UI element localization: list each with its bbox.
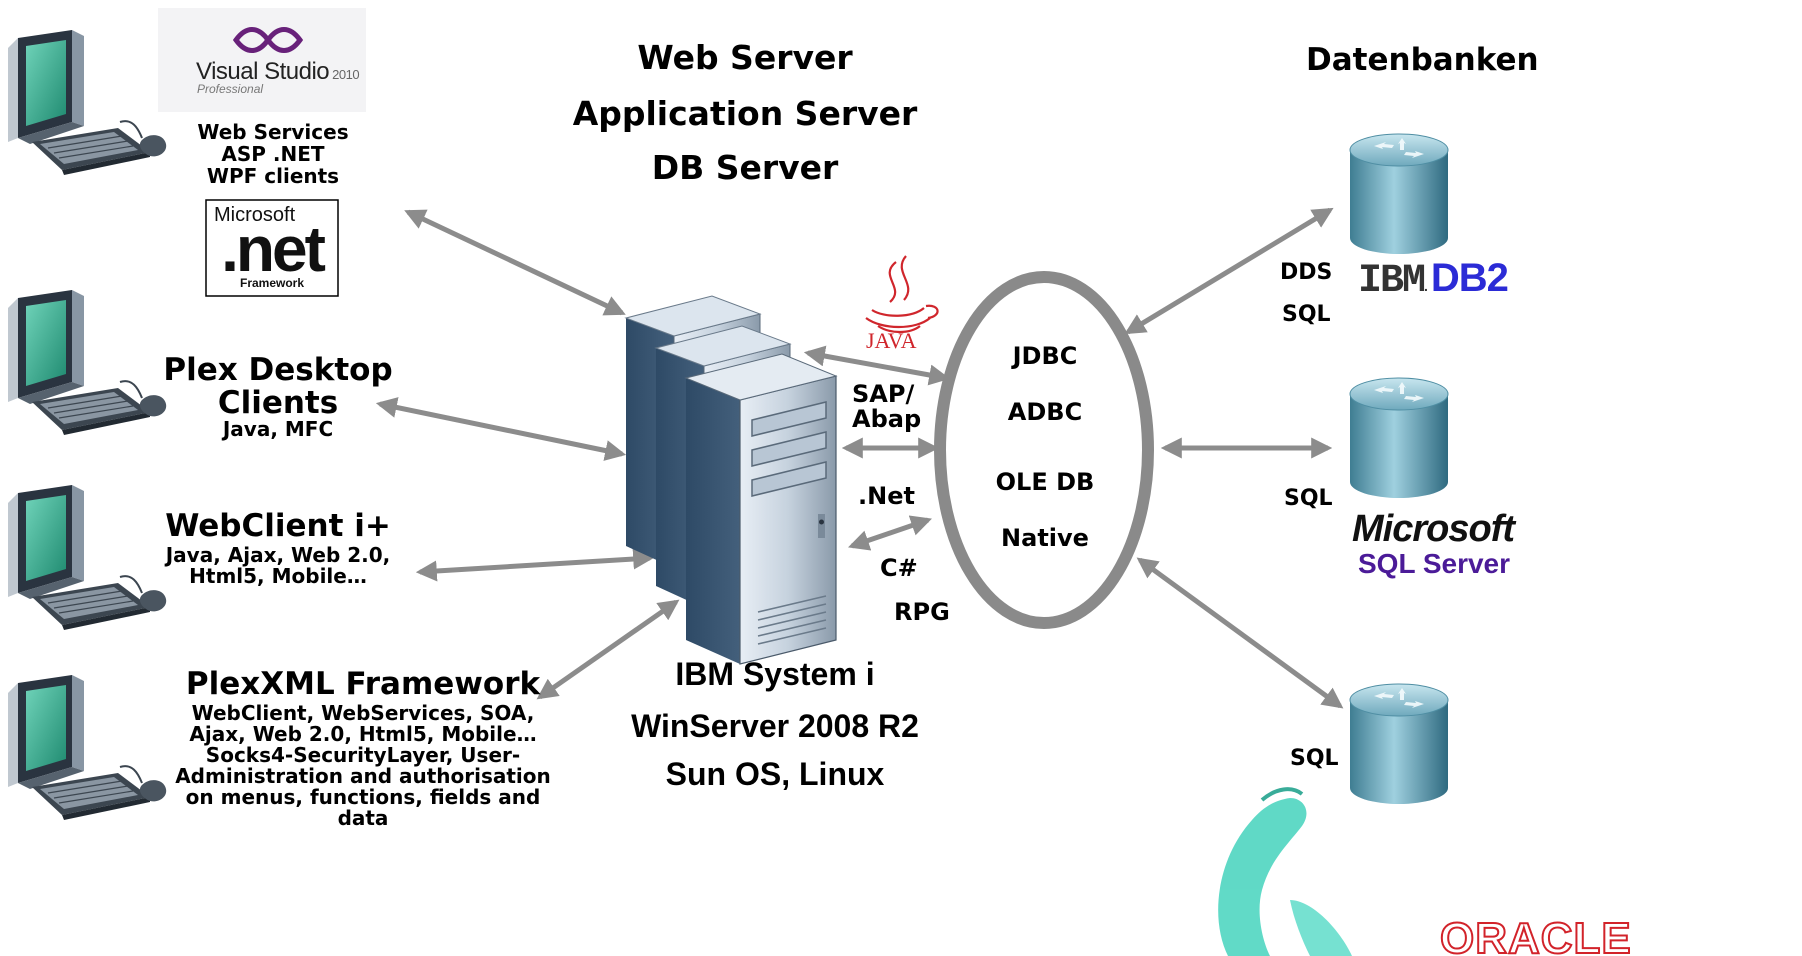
dotnet-logo-frame <box>205 199 339 297</box>
computer-icon-2 <box>7 290 168 436</box>
plexxml-subtitle: WebClient, WebServices, SOA, Ajax, Web 2… <box>175 700 551 830</box>
java-logo-text: JAVA <box>866 328 917 353</box>
arrow-plexxml-server <box>536 599 680 700</box>
arrow-desktop-server <box>375 397 627 461</box>
arrow-webclient-server <box>415 548 655 582</box>
connection-arrows <box>375 207 1344 709</box>
dotnet-logo-word: .net <box>221 213 326 285</box>
plex-desktop-title: Plex Desktop Clients <box>163 352 393 421</box>
computer-icon-1 <box>7 30 168 176</box>
lang-dotnet: .Net <box>858 482 915 510</box>
mssql-protocol-sql: SQL <box>1284 486 1333 511</box>
oracle-protocol-sql: SQL <box>1290 746 1339 771</box>
db2-protocol-dds: DDS <box>1280 260 1333 285</box>
lang-rpg: RPG <box>894 598 950 626</box>
platform-winserver: WinServer 2008 R2 <box>631 708 919 744</box>
databases-title: Datenbanken <box>1306 42 1539 78</box>
database-icon-db2 <box>1349 133 1449 255</box>
computer-icon-3 <box>7 485 168 631</box>
db2-logo-text: DB2 <box>1430 256 1509 300</box>
connector-ellipse <box>934 271 1154 629</box>
ibm-logo-text: IBM <box>1358 259 1426 304</box>
vs-line-3: WPF clients <box>206 164 340 188</box>
webclient-block: WebClient i+ Java, Ajax, Web 2.0, Html5,… <box>150 510 406 587</box>
platform-ibm: IBM System i <box>675 656 875 692</box>
plexxml-title: PlexXML Framework <box>185 666 541 702</box>
arrow-net-connectors <box>848 515 932 551</box>
db2-logo: IBM.DB2 <box>1358 256 1509 304</box>
connector-native: Native <box>1001 524 1089 552</box>
lang-csharp: C# <box>880 554 918 582</box>
oracle-mascot-illustration <box>1218 787 1352 956</box>
server-line-3: DB Server <box>651 148 839 187</box>
mssql-logo-microsoft: Microsoft <box>1352 508 1515 550</box>
server-line-1: Web Server <box>637 38 853 77</box>
arrow-java-connectors <box>803 345 951 386</box>
arrow-connectors-db2 <box>1124 207 1334 335</box>
arrow-vs-server <box>404 209 626 316</box>
database-icon-oracle <box>1349 683 1449 805</box>
platform-sunos: Sun OS, Linux <box>665 756 885 792</box>
server-line-2: Application Server <box>572 94 918 133</box>
webclient-title: WebClient i+ <box>165 508 391 544</box>
vs-line-1: Web Services <box>197 120 349 144</box>
connector-adbc: ADBC <box>1007 398 1083 426</box>
dotnet-logo-sub: Framework <box>239 276 305 290</box>
server-tower-icon <box>624 295 838 665</box>
java-logo <box>865 255 939 334</box>
connector-jdbc: JDBC <box>1012 342 1078 370</box>
computer-icon-4 <box>7 675 168 821</box>
vs-logo-edition: Professional <box>197 82 264 96</box>
plex-desktop-block: Plex Desktop Clients Java, MFC <box>150 354 406 440</box>
webclient-subtitle: Java, Ajax, Web 2.0, Html5, Mobile… <box>165 542 391 588</box>
visual-studio-logo <box>158 8 366 112</box>
lang-sap-abap: SAP/ Abap <box>852 380 922 434</box>
plexxml-block: PlexXML Framework WebClient, WebServices… <box>170 668 556 829</box>
connector-oledb: OLE DB <box>995 468 1095 496</box>
plex-desktop-subtitle: Java, MFC <box>222 417 334 442</box>
oracle-logo: ORACLE <box>1439 913 1632 956</box>
db2-protocol-sql: SQL <box>1282 302 1331 327</box>
vs-line-2: ASP .NET <box>221 142 325 166</box>
dotnet-logo-brand: Microsoft <box>214 204 296 226</box>
arrow-connectors-oracle <box>1136 557 1344 709</box>
database-icon-mssql <box>1349 377 1449 499</box>
mssql-logo-sqlserver: SQL Server <box>1358 548 1511 579</box>
